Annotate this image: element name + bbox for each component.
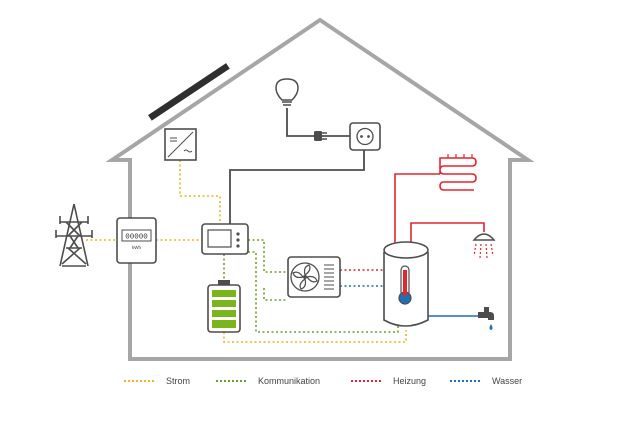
meter-display: 00000 bbox=[125, 234, 148, 242]
cable-bulb-plug bbox=[286, 108, 314, 137]
strom-line-battery-tank bbox=[223, 330, 407, 343]
light-bulb-icon bbox=[275, 78, 299, 106]
meter-unit: kWh bbox=[132, 245, 141, 250]
house-outline bbox=[105, 17, 535, 361]
power-cables bbox=[229, 108, 365, 224]
radiator-icon bbox=[439, 154, 477, 191]
thermometer-icon bbox=[398, 265, 412, 305]
legend-line-heizung bbox=[351, 380, 381, 382]
plug-icon bbox=[314, 131, 327, 141]
strom-lines bbox=[86, 160, 407, 343]
legend-label-wasser: Wasser bbox=[492, 376, 523, 386]
heat-pump-icon bbox=[287, 256, 341, 298]
battery-icon bbox=[207, 280, 241, 333]
heizung-line-tank-radiator bbox=[394, 173, 440, 243]
legend-item-kommunikation: Kommunikation bbox=[216, 376, 320, 386]
legend-item-strom: Strom bbox=[124, 376, 190, 386]
strom-line-inverter-manager bbox=[179, 160, 221, 224]
legend-item-wasser: Wasser bbox=[450, 376, 522, 386]
wall-socket-icon bbox=[349, 122, 381, 151]
solar-panel-icon bbox=[148, 63, 231, 122]
wasser-lines bbox=[340, 285, 480, 317]
kommunikation-line-heatpump-tank bbox=[263, 288, 288, 301]
legend-label-strom: Strom bbox=[166, 376, 191, 386]
energy-manager-icon bbox=[201, 223, 249, 255]
shower-icon bbox=[472, 233, 496, 259]
heizung-lines bbox=[340, 173, 485, 271]
cable-manager-socket bbox=[229, 150, 365, 224]
legend-label-kommunikation: Kommunikation bbox=[258, 376, 321, 386]
legend: Strom Kommunikation Heizung Wasser bbox=[0, 376, 640, 392]
legend-label-heizung: Heizung bbox=[393, 376, 427, 386]
kommunikation-lines bbox=[223, 239, 399, 333]
legend-line-kommunikation bbox=[216, 380, 246, 382]
legend-line-strom bbox=[124, 380, 154, 382]
water-tap-icon bbox=[478, 307, 494, 330]
power-pylon-icon bbox=[55, 203, 93, 267]
legend-item-heizung: Heizung bbox=[351, 376, 426, 386]
electricity-meter-icon: 00000 kWh bbox=[116, 217, 157, 264]
heizung-line-tank-shower bbox=[410, 222, 485, 243]
kommunikation-line-manager-tank bbox=[248, 251, 399, 333]
legend-line-wasser bbox=[450, 380, 480, 382]
kommunikation-line-manager-heatpump bbox=[248, 239, 288, 273]
inverter-icon bbox=[164, 128, 197, 161]
